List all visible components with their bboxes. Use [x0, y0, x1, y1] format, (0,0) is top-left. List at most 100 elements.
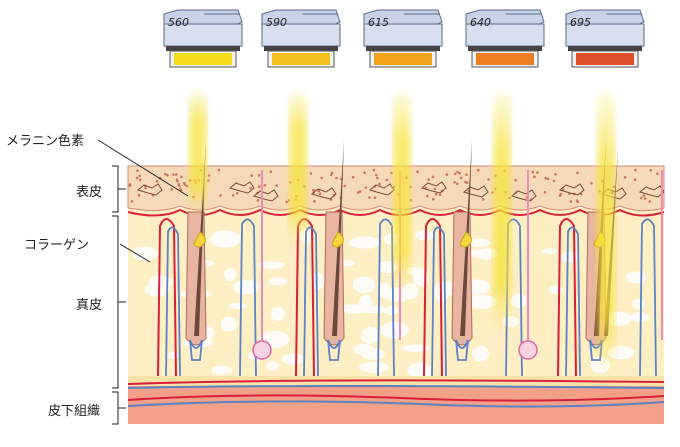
epidermis-cell — [219, 194, 222, 197]
epidermis-cell — [257, 185, 261, 188]
epidermis-cell — [256, 199, 260, 202]
label-melanin: メラニン色素 — [6, 134, 85, 149]
epidermis-cell — [648, 200, 652, 203]
epidermis-cell — [623, 176, 627, 179]
collagen-blob — [359, 361, 389, 373]
collagen-blob — [630, 312, 650, 323]
hair-bulb — [327, 339, 341, 361]
epidermis-cell — [536, 171, 539, 174]
epidermis-cell — [250, 174, 254, 177]
epidermis-cell — [453, 181, 456, 184]
epidermis-cell — [416, 170, 419, 173]
hair-bulb — [189, 339, 203, 361]
epidermis-cell — [656, 172, 659, 175]
collagen-blob — [357, 305, 388, 314]
epidermis-cell — [458, 171, 461, 175]
collagen-blob — [310, 272, 325, 290]
collagen-blob — [214, 234, 228, 241]
epidermis-cell — [137, 193, 141, 197]
sebaceous-gland — [193, 231, 206, 248]
housing-bezel — [468, 46, 542, 51]
epidermis-cell — [185, 184, 189, 188]
collagen-blob — [211, 365, 233, 375]
epidermis-cell — [438, 193, 442, 196]
collagen-blob — [281, 353, 306, 365]
collagen-blob — [632, 298, 645, 310]
epidermis-cell — [453, 172, 457, 176]
light-beam-590 — [289, 92, 307, 240]
epidermis-cell — [465, 181, 469, 184]
collagen-blob — [407, 362, 433, 379]
label-subcutaneous: 皮下組織 — [48, 404, 101, 419]
epidermis-cell — [285, 200, 289, 204]
collagen-blob — [625, 271, 647, 284]
epidermis-cell — [368, 196, 371, 199]
epidermis-cell — [317, 189, 321, 193]
label-epidermis: 表皮 — [76, 185, 103, 200]
melanin-cluster — [510, 189, 537, 202]
collagen-blob — [466, 294, 497, 309]
label-leaders — [97, 139, 189, 425]
melanin-cluster — [558, 183, 585, 196]
epidermis-cell — [178, 184, 181, 188]
light-beam-695 — [597, 92, 615, 370]
epidermis-cell — [544, 176, 547, 180]
epidermis-cell — [633, 178, 637, 181]
epidermis-cell — [318, 192, 322, 195]
housing-bezel — [166, 46, 240, 51]
epidermis-cell — [138, 178, 142, 182]
epidermis-cell — [531, 170, 535, 174]
epidermis-cell — [426, 194, 429, 198]
epidermis-cell — [569, 200, 573, 203]
epidermis-cell — [554, 173, 557, 176]
epidermis-cell — [217, 168, 221, 172]
epidermis-cell — [232, 193, 235, 197]
capillary-loop-vein — [239, 218, 257, 377]
sebaceous-gland — [459, 231, 472, 248]
melanin-cluster — [228, 181, 255, 194]
sweat-gland — [252, 340, 272, 360]
filter-head-615: 615 — [363, 9, 443, 68]
epidermis-cell — [427, 178, 431, 181]
epidermis-cell — [335, 176, 338, 180]
epidermis-cell — [378, 182, 381, 186]
epidermis-cell — [434, 192, 438, 196]
epidermis-cell — [456, 170, 459, 174]
collagen-blob — [541, 248, 558, 255]
collagen-blob — [258, 261, 285, 269]
epidermis-cell — [364, 186, 368, 189]
housing-bezel — [264, 46, 338, 51]
collagen-blob — [224, 268, 237, 282]
collagen-blob — [382, 286, 413, 302]
epidermis-cell — [558, 194, 562, 197]
collagen-blob — [548, 285, 563, 295]
epidermis-cell — [552, 179, 556, 183]
epidermis-cell — [275, 184, 278, 187]
epidermis-cell — [263, 183, 267, 187]
collagen-blob — [270, 306, 286, 322]
epidermis-cell — [576, 171, 579, 175]
filter-head-640: 640 — [465, 9, 545, 68]
hair-follicle-unit — [423, 140, 538, 377]
epidermis-cell — [358, 190, 362, 193]
epidermis-cell — [130, 200, 134, 203]
epidermis-cell — [155, 180, 159, 183]
epidermis-cell — [351, 175, 355, 179]
filter-head-695: 695 — [565, 9, 645, 68]
epidermis-cell — [207, 174, 211, 177]
collagen-blob — [361, 348, 385, 360]
epidermis-cell — [235, 192, 239, 195]
epidermis-cell — [575, 199, 579, 202]
collagen-blob — [232, 279, 259, 295]
epidermis-cell — [320, 176, 324, 180]
epidermis-cell — [257, 174, 261, 177]
epidermis-cell — [312, 188, 315, 192]
epidermis-cell — [138, 174, 141, 178]
collagen-blob — [472, 345, 490, 362]
collagen-blob — [220, 316, 238, 332]
collagen-blob — [348, 236, 381, 249]
light-beam-560 — [189, 92, 207, 210]
filter-glass — [272, 53, 330, 65]
epidermis-cell — [164, 172, 167, 176]
label-dermis: 真皮 — [76, 298, 103, 313]
